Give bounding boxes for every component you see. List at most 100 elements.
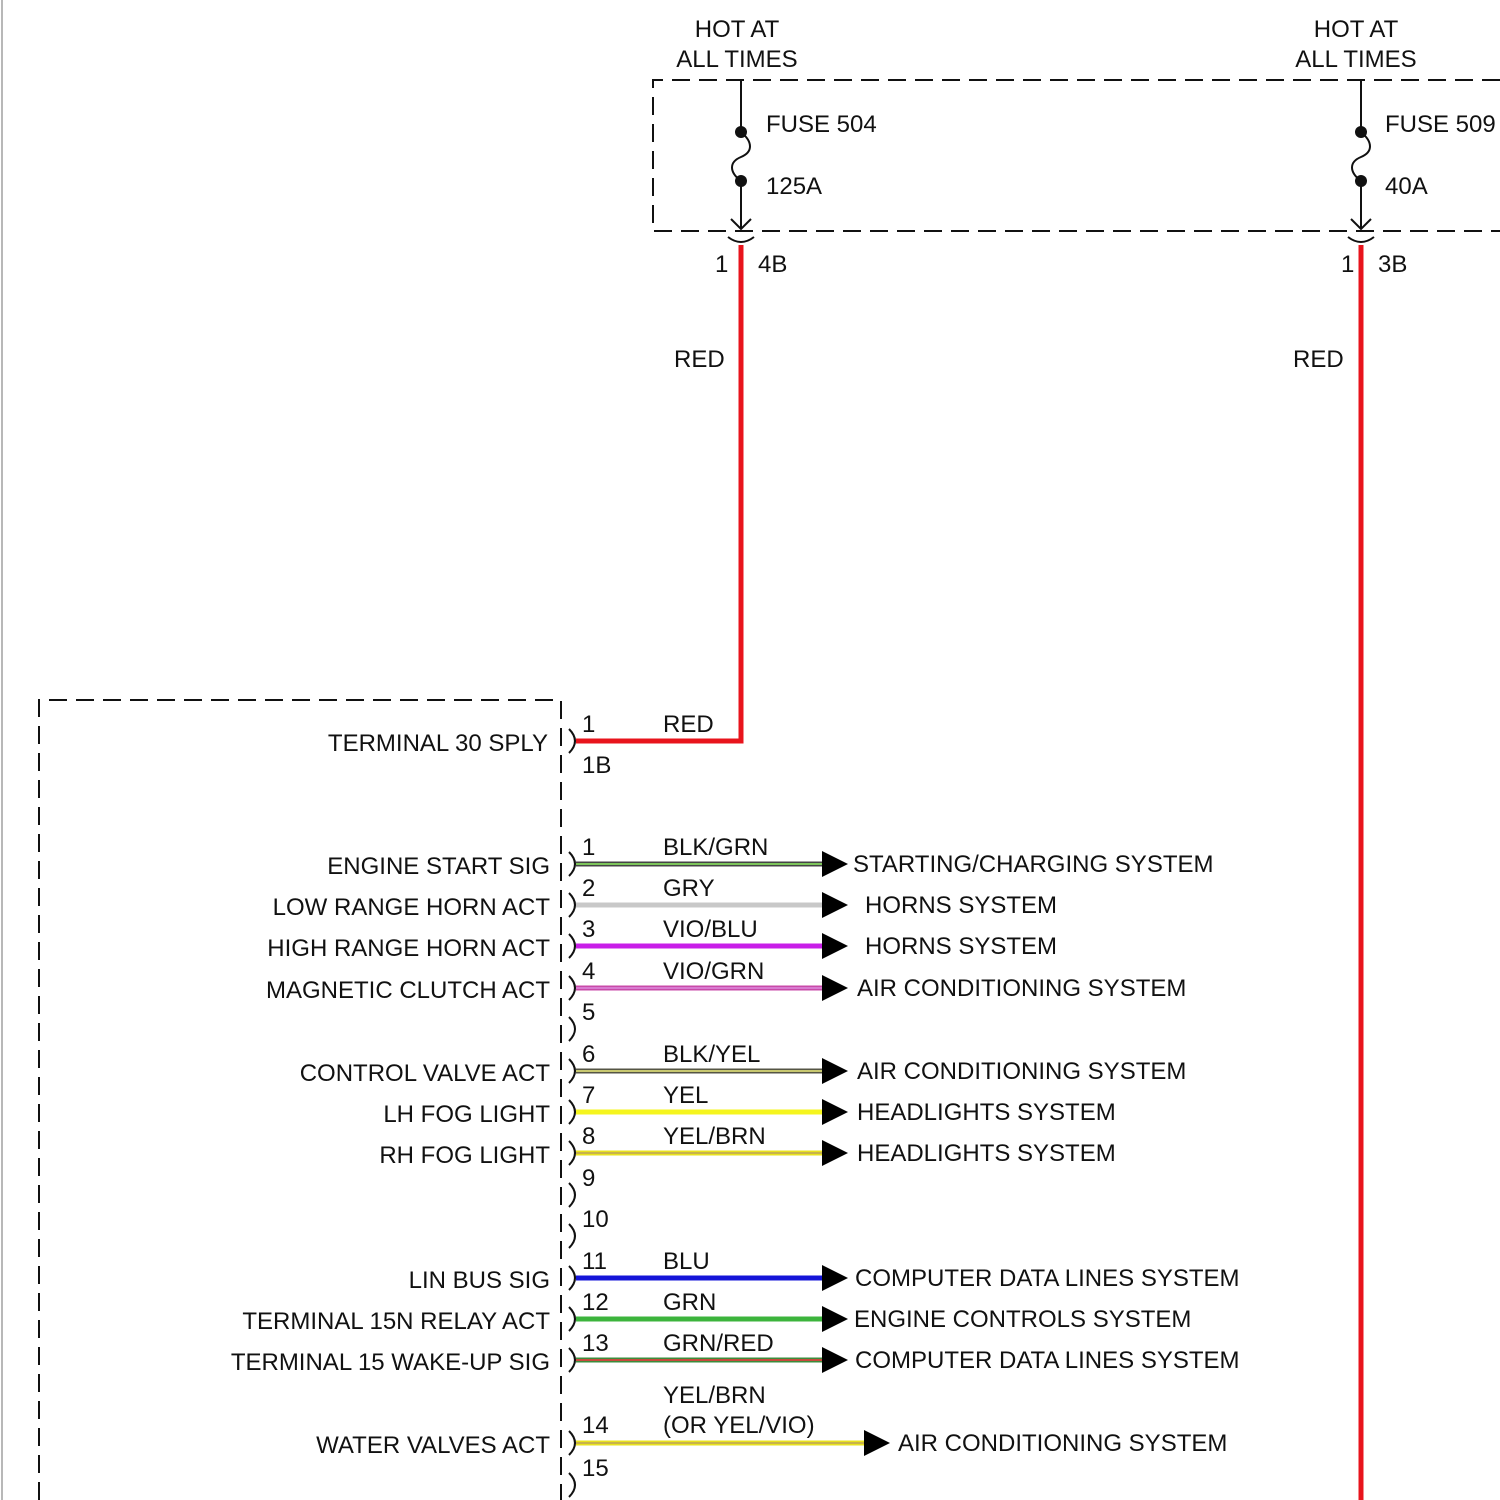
wire-color-label: RED (1293, 346, 1344, 373)
signal-label: WATER VALVES ACT (316, 1432, 550, 1459)
wire-color-label: GRY (663, 875, 715, 902)
hot-label-line1: HOT AT (695, 16, 780, 43)
fuse-name: FUSE 509 (1385, 111, 1496, 138)
connector-symbol-icon (569, 1017, 575, 1041)
connector-symbol-icon (728, 237, 754, 242)
pin-number: 6 (582, 1041, 595, 1068)
pin-row-11: 11LIN BUS SIGBLUCOMPUTER DATA LINES SYST… (409, 1248, 1240, 1294)
destination-system-label: AIR CONDITIONING SYSTEM (898, 1430, 1227, 1457)
supply-circuit-fuse-504: HOT AT ALL TIMES FUSE 504 125A 1 4B RED (576, 16, 877, 741)
fuse-rating: 40A (1385, 173, 1428, 200)
pin-number: 15 (582, 1455, 609, 1482)
red-supply-wire (576, 245, 741, 741)
fuse-element-icon (1352, 132, 1370, 181)
pin-number: 8 (582, 1123, 595, 1150)
destination-system-label: HEADLIGHTS SYSTEM (857, 1140, 1116, 1167)
destination-system-label: HORNS SYSTEM (865, 892, 1057, 919)
connector-id: 3B (1378, 251, 1407, 278)
connector-symbol-icon (569, 1059, 575, 1083)
connector-symbol-icon (569, 1266, 575, 1290)
connector-symbol-icon (569, 1100, 575, 1124)
pin-number: 1 (715, 251, 728, 278)
fuse-box-outline (653, 80, 1500, 231)
arrow-right-icon (822, 1140, 848, 1166)
wire-color-label: VIO/BLU (663, 916, 758, 943)
signal-label: LIN BUS SIG (409, 1267, 550, 1294)
pin-number: 13 (582, 1330, 609, 1357)
connector-symbol-icon (569, 729, 575, 753)
connector-id: 1B (582, 752, 611, 779)
signal-label: TERMINAL 15 WAKE-UP SIG (231, 1349, 550, 1376)
pin-number: 2 (582, 875, 595, 902)
module-supply-input: TERMINAL 30 SPLY 1 1B RED (328, 711, 714, 779)
signal-label: TERMINAL 30 SPLY (328, 730, 548, 757)
wire-color-label: YEL (663, 1082, 708, 1109)
pin-row-10: 10 (569, 1206, 609, 1248)
destination-system-label: STARTING/CHARGING SYSTEM (853, 851, 1213, 878)
connector-symbol-icon (569, 1307, 575, 1331)
pin-number: 4 (582, 958, 595, 985)
destination-system-label: AIR CONDITIONING SYSTEM (857, 975, 1186, 1002)
supply-circuit-fuse-509: HOT AT ALL TIMES FUSE 509 40A 1 3B RED (1293, 16, 1496, 1500)
arrow-right-icon (822, 851, 848, 877)
connector-symbol-icon (1348, 237, 1374, 242)
arrow-right-icon (822, 1306, 848, 1332)
wire-color-label: BLU (663, 1248, 710, 1275)
pin-number: 12 (582, 1289, 609, 1316)
fuse-rating: 125A (766, 173, 822, 200)
signal-label: TERMINAL 15N RELAY ACT (242, 1308, 550, 1335)
wire-color-label: BLK/GRN (663, 834, 768, 861)
signal-label: MAGNETIC CLUTCH ACT (266, 977, 550, 1004)
connector-symbol-icon (569, 1431, 575, 1455)
wire-color-label: BLK/YEL (663, 1041, 760, 1068)
connector-symbol-icon (569, 1348, 575, 1372)
signal-label: CONTROL VALVE ACT (300, 1060, 551, 1087)
destination-system-label: COMPUTER DATA LINES SYSTEM (855, 1265, 1240, 1292)
arrow-right-icon (822, 1099, 848, 1125)
module-outline (39, 700, 561, 1500)
signal-label: LH FOG LIGHT (383, 1101, 550, 1128)
pin-number: 1 (582, 834, 595, 861)
signal-label: ENGINE START SIG (327, 853, 550, 880)
pin-number: 5 (582, 999, 595, 1026)
connector-symbol-icon (569, 976, 575, 1000)
wire-color-label: VIO/GRN (663, 958, 764, 985)
connector-symbol-icon (569, 893, 575, 917)
pin-row-15: 15 (569, 1455, 609, 1497)
wire-color-label: RED (663, 711, 714, 738)
destination-system-label: HEADLIGHTS SYSTEM (857, 1099, 1116, 1126)
signal-label: LOW RANGE HORN ACT (273, 894, 551, 921)
destination-system-label: HORNS SYSTEM (865, 933, 1057, 960)
wire-color-label: GRN (663, 1289, 716, 1316)
arrow-right-icon (822, 1058, 848, 1084)
arrow-right-icon (864, 1430, 890, 1456)
connector-symbol-icon (569, 1183, 575, 1207)
wire-color-label: GRN/RED (663, 1330, 774, 1357)
signal-label: HIGH RANGE HORN ACT (267, 935, 550, 962)
pin-row-9: 9 (569, 1165, 595, 1207)
connector-symbol-icon (569, 1141, 575, 1165)
fuse-name: FUSE 504 (766, 111, 877, 138)
wire-color-label: YEL/BRN (663, 1123, 766, 1150)
hot-label-line1: HOT AT (1314, 16, 1399, 43)
wire-color-label: RED (674, 346, 725, 373)
connector-symbol-icon (569, 852, 575, 876)
fuse-element-icon (732, 132, 750, 181)
hot-label-line2: ALL TIMES (1295, 46, 1416, 73)
arrow-right-icon (822, 975, 848, 1001)
pin-number: 3 (582, 916, 595, 943)
connector-symbol-icon (569, 1473, 575, 1497)
connector-id: 4B (758, 251, 787, 278)
pin-row-14: 14WATER VALVES ACTYEL/BRN(OR YEL/VIO)AIR… (316, 1382, 1227, 1459)
arrow-right-icon (822, 933, 848, 959)
destination-system-label: ENGINE CONTROLS SYSTEM (854, 1306, 1191, 1333)
